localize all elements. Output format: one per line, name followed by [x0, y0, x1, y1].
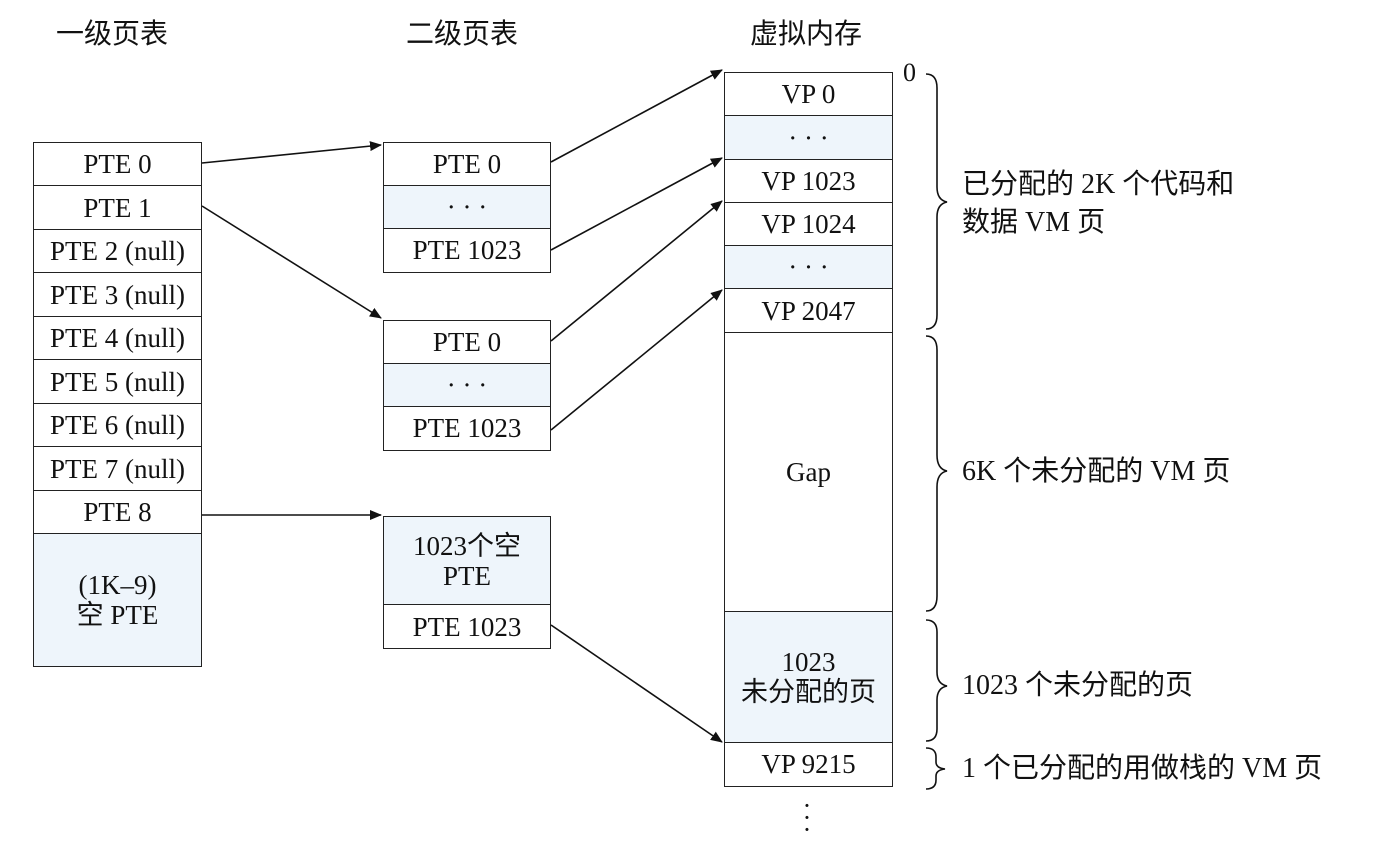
annotation-code-data-line1: 已分配的 2K 个代码和: [962, 169, 1235, 200]
level1-entry: PTE 8: [33, 489, 202, 535]
arrow-b-pte0-to-vp1024: [550, 200, 723, 342]
level1-entry: PTE 6 (null): [33, 402, 202, 448]
gap-region: Gap: [724, 331, 893, 613]
arrow-pte1-to-table-b: [201, 205, 382, 319]
level2-ellipsis: · · ·: [383, 363, 551, 407]
level1-title: 一级页表: [56, 19, 169, 50]
level2-null-entries: 1023个空 PTE: [383, 515, 551, 606]
level2-table-c: 1023个空 PTE PTE 1023: [383, 515, 551, 649]
arrow-pte0-to-table-a: [201, 141, 382, 164]
level1-page-table: PTE 0 PTE 1 PTE 2 (null) PTE 3 (null) PT…: [33, 141, 202, 667]
annotation-code-data-line2: 数据 VM 页: [962, 207, 1106, 238]
arrow-a-pte1023-to-vp1023: [550, 157, 723, 251]
vp-1023: VP 1023: [724, 158, 893, 204]
unallocated-count: 1023: [781, 647, 836, 677]
arrow-b-pte1023-to-vp2047: [550, 289, 723, 431]
level2-entry-last: PTE 1023: [383, 405, 551, 451]
brace-gap: [925, 335, 948, 612]
vmem-title: 虚拟内存: [750, 19, 863, 50]
level1-entry: PTE 4 (null): [33, 315, 202, 361]
unallocated-pages: 1023 未分配的页: [724, 611, 893, 743]
arrow-c-pte1023-to-vp9215: [550, 624, 723, 743]
level2-title: 二级页表: [406, 19, 519, 50]
vp-1024: VP 1024: [724, 202, 893, 246]
brace-unallocated: [925, 619, 948, 742]
level1-null-entries: (1K–9) 空 PTE: [33, 533, 202, 667]
vp-9215: VP 9215: [724, 741, 893, 787]
level1-entry: PTE 2 (null): [33, 228, 202, 274]
level2-ellipsis: · · ·: [383, 185, 551, 229]
level1-entry: PTE 3 (null): [33, 272, 202, 317]
brace-stack: [925, 747, 946, 790]
level2-entry-last: PTE 1023: [383, 604, 551, 649]
annotation-code-data: 已分配的 2K 个代码和 数据 VM 页: [962, 166, 1234, 242]
virtual-memory: VP 0 · · · VP 1023 VP 1024 · · · VP 2047…: [724, 71, 893, 787]
null-count-label: (1K–9): [78, 570, 157, 600]
brace-code-data: [925, 73, 948, 330]
address-zero-label: 0: [903, 58, 916, 87]
null-pte-label: PTE: [442, 560, 491, 591]
null-pte-label: 空 PTE: [76, 600, 159, 630]
level2-table-b: PTE 0 · · · PTE 1023: [383, 319, 551, 451]
annotation-unallocated: 1023 个未分配的页: [962, 670, 1194, 701]
level2-entry-first: PTE 0: [383, 141, 551, 187]
continuation-dots: ···: [802, 791, 812, 844]
null-count-label: 1023个空: [413, 530, 521, 561]
level2-table-a: PTE 0 · · · PTE 1023: [383, 141, 551, 273]
annotation-stack: 1 个已分配的用做栈的 VM 页: [962, 753, 1323, 784]
arrow-a-pte0-to-vp0: [550, 69, 723, 163]
vp-0: VP 0: [724, 71, 893, 117]
unallocated-label: 未分配的页: [741, 677, 876, 707]
annotation-gap: 6K 个未分配的 VM 页: [962, 456, 1231, 487]
level2-entry-last: PTE 1023: [383, 227, 551, 273]
level2-entry-first: PTE 0: [383, 319, 551, 365]
